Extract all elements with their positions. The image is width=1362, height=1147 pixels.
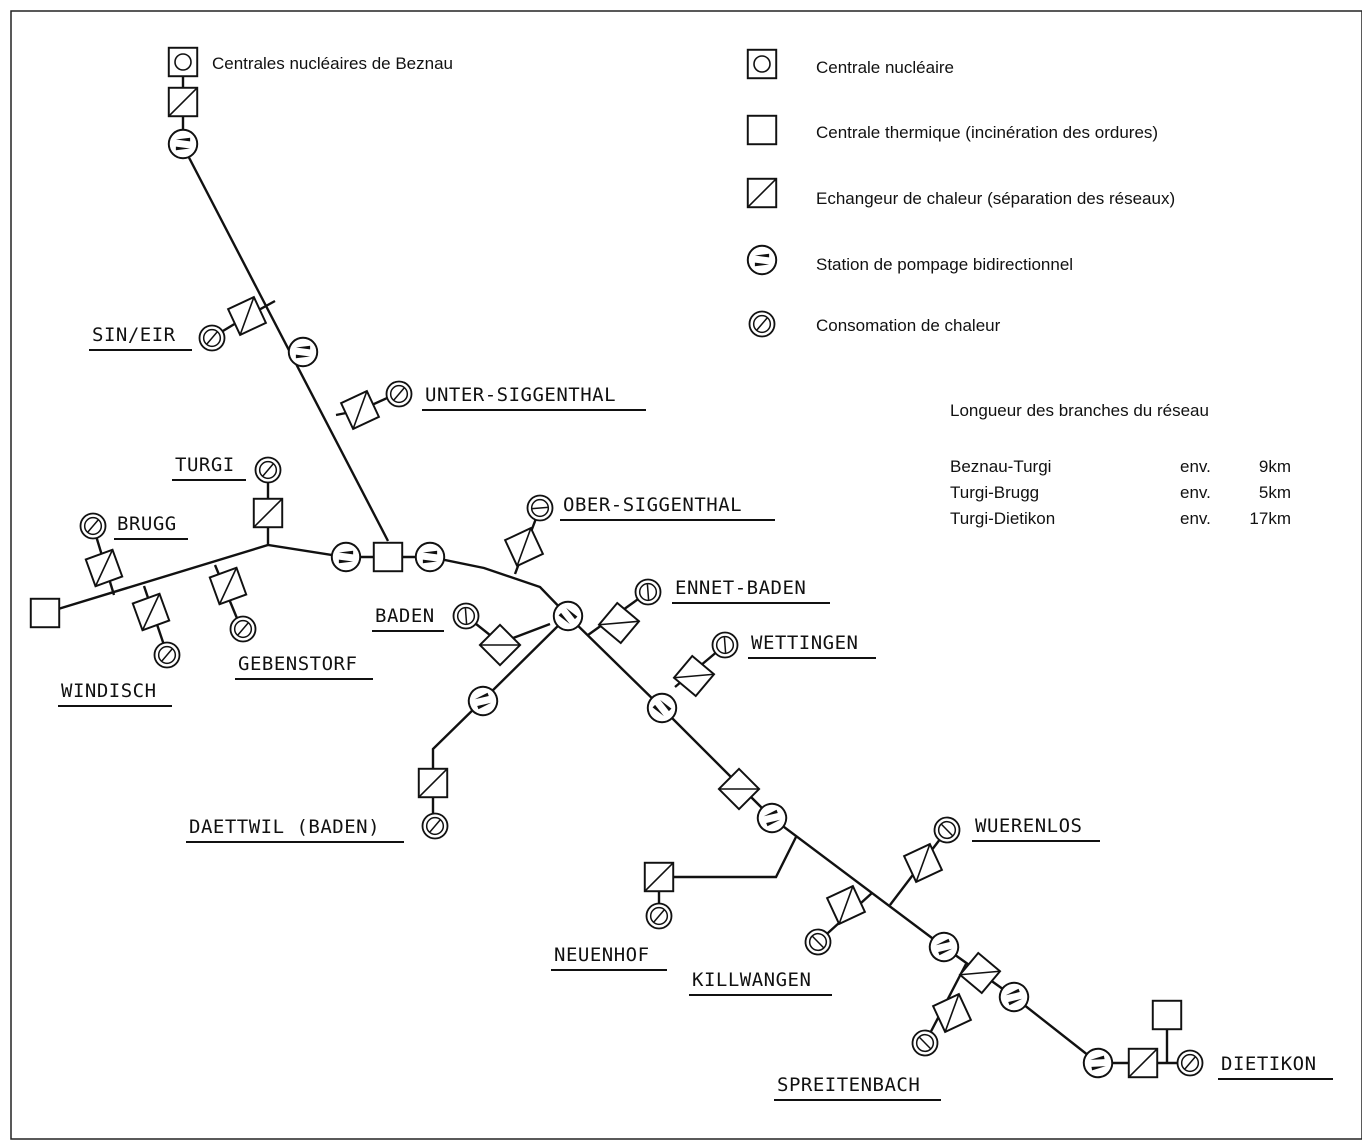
length-row-env: env. <box>1180 457 1211 476</box>
legend-nuclear-label: Centrale nucléaire <box>816 58 954 77</box>
label-dietikon: DIETIKON <box>1221 1053 1317 1075</box>
beznau-pump-symbol <box>167 128 199 160</box>
windisch-exchanger-symbol <box>131 592 171 632</box>
legend-consumer-label: Consomation de chaleur <box>816 316 1001 335</box>
brugg-exchanger-symbol <box>84 548 124 588</box>
wettingen-consumer-symbol <box>706 626 744 664</box>
spreitenbach-pump-2-symbol <box>994 977 1034 1017</box>
pipe-network <box>44 62 1190 1065</box>
label-sin-eir: SIN/EIR <box>92 324 176 346</box>
label-gebenstorf: GEBENSTORF <box>238 653 357 675</box>
turgi-consumer-symbol <box>254 456 282 484</box>
label-spreitenbach: SPREITENBACH <box>777 1074 920 1096</box>
label-unter-siggenthal: UNTER-SIGGENTHAL <box>425 384 616 406</box>
ober-siggenthal-consumer-symbol <box>521 489 559 527</box>
label-daettwil: DAETTWIL (BADEN) <box>189 816 380 838</box>
beznau-nuclear-symbol <box>167 46 199 78</box>
frame-border <box>10 10 1362 1140</box>
legend-consumer-icon <box>748 310 776 338</box>
label-brugg: BRUGG <box>117 513 177 535</box>
neuenhof-consumer-symbol <box>645 902 673 930</box>
ennet-baden-exchanger-symbol <box>597 601 641 645</box>
dietikon-consumer-symbol <box>1176 1049 1204 1077</box>
dietikon-pump-symbol <box>1080 1045 1116 1081</box>
spreitenbach-consumer-symbol <box>910 1028 940 1058</box>
gebenstorf-exchanger-symbol <box>208 566 248 606</box>
legend-thermal-icon <box>746 114 778 146</box>
legend-exchanger-label: Echangeur de chaleur (séparation des rés… <box>816 189 1175 208</box>
length-row-route: Turgi-Brugg <box>950 483 1039 502</box>
turgi-exchanger-symbol <box>252 497 284 529</box>
spreitenbach-main-exchanger-symbol <box>958 951 1002 995</box>
unter-siggenthal-exchanger-symbol <box>340 390 380 430</box>
legend-pump-icon <box>746 244 778 276</box>
length-row-km: 9km <box>1259 457 1291 476</box>
spreitenbach-exchanger-symbol <box>932 993 972 1033</box>
main-exchanger-symbol <box>717 767 761 811</box>
brugg-consumer-symbol <box>79 512 107 540</box>
beznau-exchanger-symbol <box>167 86 199 118</box>
length-row-route: Turgi-Dietikon <box>950 509 1055 528</box>
length-row-env: env. <box>1180 509 1211 528</box>
label-baden: BADEN <box>375 605 435 627</box>
label-killwangen: KILLWANGEN <box>692 969 811 991</box>
dietikon-thermal-symbol <box>1151 999 1183 1031</box>
spreitenbach-pump-symbol <box>924 927 964 967</box>
gebenstorf-consumer-symbol <box>229 615 257 643</box>
legend-nuclear-icon <box>746 48 778 80</box>
length-row-env: env. <box>1180 483 1211 502</box>
sin-eir-exchanger-symbol <box>227 296 267 336</box>
length-row-route: Beznau-Turgi <box>950 457 1051 476</box>
wuerenlos-consumer-symbol <box>932 815 962 845</box>
length-table-title: Longueur des branches du réseau <box>950 401 1209 420</box>
wettingen-exchanger-symbol <box>672 654 716 698</box>
brugg-thermal-symbol <box>29 597 61 629</box>
wuerenlos-exchanger-symbol <box>903 843 943 883</box>
daettwil-consumer-symbol <box>421 812 449 840</box>
unter-siggenthal-consumer-symbol <box>385 380 413 408</box>
label-beznau: Centrales nucléaires de Beznau <box>212 54 453 73</box>
label-turgi: TURGI <box>175 454 235 476</box>
sin-eir-consumer-symbol <box>198 324 226 352</box>
turgi-pump-2-symbol <box>414 541 446 573</box>
baden-consumer-symbol <box>447 597 485 635</box>
label-ennet-baden: ENNET-BADEN <box>675 577 806 599</box>
length-row-km: 17km <box>1249 509 1291 528</box>
label-wuerenlos: WUERENLOS <box>975 815 1082 837</box>
ober-siggenthal-exchanger-symbol <box>504 527 544 567</box>
label-windisch: WINDISCH <box>61 680 157 702</box>
trunk-pump-1-symbol <box>287 336 319 368</box>
legend-exchanger-icon <box>746 177 778 209</box>
legend-pump-label: Station de pompage bidirectionnel <box>816 255 1073 274</box>
dietikon-exchanger-symbol <box>1127 1047 1159 1079</box>
killwangen-exchanger-symbol <box>826 885 866 925</box>
killwangen-consumer-symbol <box>803 927 833 957</box>
label-wettingen: WETTINGEN <box>751 632 858 654</box>
branch-length-table: Longueur des branches du réseau Beznau-T… <box>950 401 1291 528</box>
label-ober-siggenthal: OBER-SIGGENTHAL <box>563 494 742 516</box>
turgi-thermal-symbol <box>372 541 404 573</box>
legend: Centrale nucléaire Centrale thermique (i… <box>746 48 1175 338</box>
place-labels: Centrales nucléaires de Beznau SIN/EIR U… <box>58 54 1333 1101</box>
length-row-km: 5km <box>1259 483 1291 502</box>
windisch-consumer-symbol <box>153 641 181 669</box>
turgi-pump-1-symbol <box>330 541 362 573</box>
daettwil-exchanger-symbol <box>417 767 449 799</box>
legend-thermal-label: Centrale thermique (incinération des ord… <box>816 123 1158 142</box>
neuenhof-exchanger-symbol <box>643 861 675 893</box>
ennet-baden-consumer-symbol <box>629 573 667 611</box>
label-neuenhof: NEUENHOF <box>554 944 650 966</box>
